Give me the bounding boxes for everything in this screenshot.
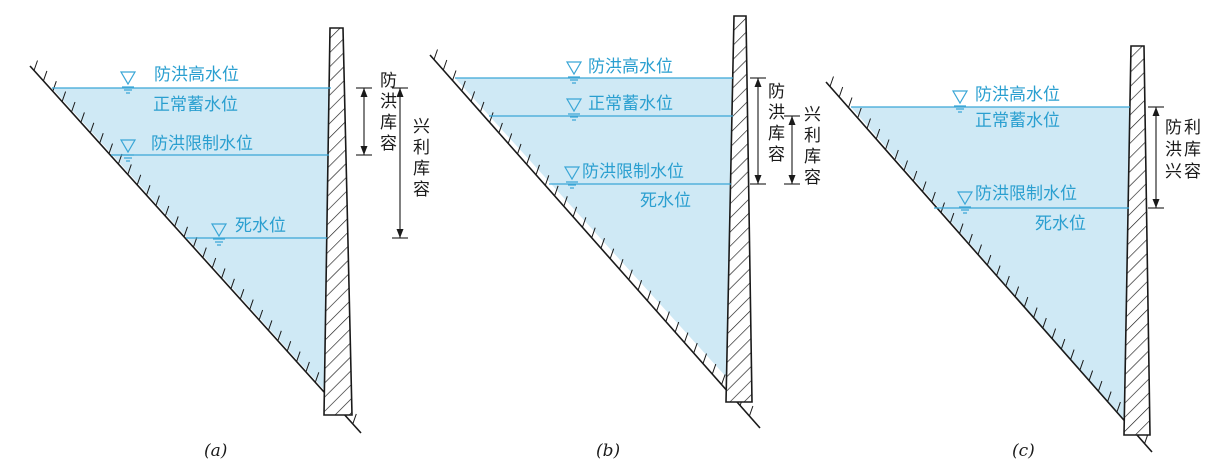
dam-body (323, 27, 353, 416)
dimension-combined-capacity (1148, 106, 1164, 209)
dam-body (1123, 45, 1151, 436)
label-flood-capacity: 防洪库容 (768, 82, 785, 165)
level-mark-flood-high (565, 61, 583, 84)
label-flood-limit-level: 防洪限制水位 (975, 184, 1077, 204)
dimension-beneficial-capacity (784, 115, 800, 185)
label-flood-high-level: 防洪高水位 (588, 57, 673, 77)
ground-slope (429, 54, 761, 429)
dam-body (725, 15, 753, 403)
label-flood-limit-level: 防洪限制水位 (582, 162, 684, 182)
ground-hatching (433, 49, 754, 417)
panel-a: 防洪高水位 正常蓄水位 防洪限制水位 死水位 防洪库容 兴利库容 (a) (29, 27, 430, 461)
level-mark-flood-limit (119, 139, 137, 162)
level-mark-dead (210, 223, 228, 246)
label-flood-capacity: 防洪库容 (380, 71, 397, 154)
dimension-beneficial-capacity (392, 87, 408, 239)
label-beneficial-capacity: 兴利库容 (413, 117, 430, 200)
level-mark-flood-limit (956, 191, 974, 214)
ground-hatching (829, 76, 1149, 444)
label-dead-level: 死水位 (1035, 214, 1086, 234)
label-combined-capacity: 防洪兴利库容 (1165, 118, 1201, 182)
label-flood-high-level: 防洪高水位 (154, 65, 239, 85)
panel-c: 防洪高水位 正常蓄水位 防洪限制水位 死水位 防洪兴利库容 (c) (825, 45, 1201, 461)
caption-b: (b) (596, 441, 620, 461)
label-dead-level: 死水位 (640, 191, 691, 211)
caption-a: (a) (204, 441, 227, 461)
label-beneficial-capacity: 兴利库容 (804, 105, 821, 188)
label-flood-limit-level: 防洪限制水位 (151, 134, 253, 154)
reservoir-water (455, 78, 733, 380)
reservoir-water (851, 107, 1130, 425)
label-flood-high-level: 防洪高水位 (975, 85, 1060, 105)
dimension-flood-capacity (356, 87, 372, 156)
label-normal-level: 正常蓄水位 (975, 111, 1060, 131)
ground-slope (825, 81, 1153, 453)
reservoir-water (52, 88, 331, 393)
label-normal-level: 正常蓄水位 (588, 94, 673, 114)
dimension-flood-capacity (750, 77, 766, 185)
level-mark-normal (565, 98, 583, 121)
label-dead-level: 死水位 (235, 216, 286, 236)
caption-c: (c) (1012, 441, 1035, 461)
level-mark-flood-high (119, 71, 137, 94)
label-normal-level: 正常蓄水位 (153, 95, 238, 115)
level-mark-flood-limit (563, 166, 581, 189)
level-mark-flood-high (951, 90, 969, 113)
panel-b: 防洪高水位 正常蓄水位 防洪限制水位 死水位 防洪库容 兴利库容 (b) (429, 15, 821, 461)
